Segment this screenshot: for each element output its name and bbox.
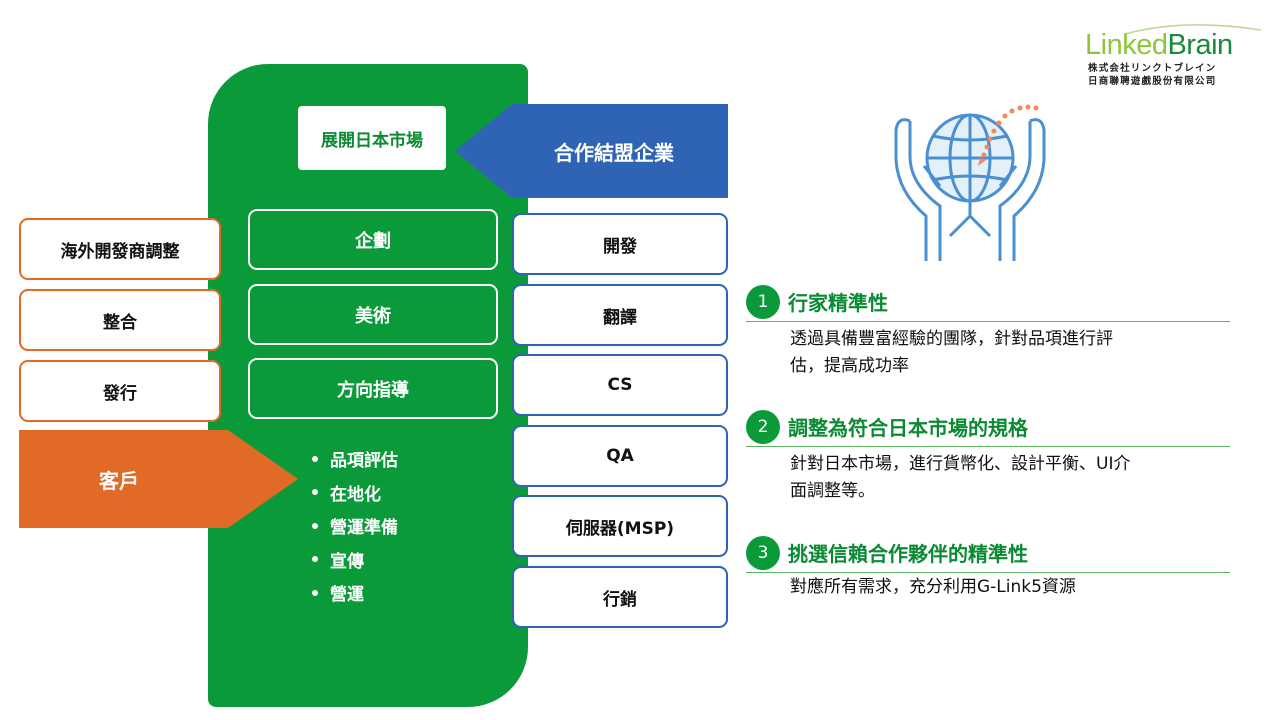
- globe-in-hands-icon: [894, 104, 1046, 261]
- partner-arrow: [455, 104, 728, 198]
- bullet-item: 宣傳: [312, 543, 512, 577]
- right-item-server: 伺服器(MSP): [512, 495, 728, 557]
- left-item-integration: 整合: [19, 289, 221, 351]
- feature-number: 1: [746, 284, 780, 319]
- client-label: 客戶: [99, 468, 139, 493]
- right-item-marketing: 行銷: [512, 566, 728, 628]
- right-item-cs: CS: [512, 354, 728, 416]
- feature-title: 調整為符合日本市場的規格: [788, 416, 1028, 440]
- feature-number: 3: [746, 535, 780, 570]
- feature-title: 挑選信賴合作夥伴的精準性: [788, 542, 1028, 566]
- logo-wordmark: LinkedBrain: [1085, 29, 1233, 61]
- client-arrow: [19, 430, 298, 528]
- service-art: 美術: [248, 284, 498, 345]
- logo-subtitle-jp: 株式会社リンクトブレイン: [1088, 63, 1217, 74]
- bullet-item: 品項評估: [312, 442, 512, 476]
- bullet-item: 在地化: [312, 476, 512, 510]
- company-logo: LinkedBrain 株式会社リンクトブレイン 日商聯聘遊戲股份有限公司: [1085, 22, 1265, 87]
- logo-swoosh: [1124, 24, 1262, 35]
- right-item-translation: 翻譯: [512, 284, 728, 346]
- feature-3-heading: 3 挑選信賴合作夥伴的精準性: [746, 533, 1230, 573]
- feature-2-description: 針對日本市場，進行貨幣化、設計平衡、UI介 面調整等。: [790, 454, 1131, 501]
- partner-label: 合作結盟企業: [554, 140, 674, 165]
- feature-number: 2: [746, 409, 780, 444]
- left-item-overseas-dev: 海外開發商調整: [19, 218, 221, 280]
- bullet-item: 營運準備: [312, 509, 512, 543]
- feature-1-heading: 1 行家精準性: [746, 282, 1230, 322]
- feature-2-heading: 2 調整為符合日本市場的規格: [746, 407, 1230, 447]
- feature-3-description: 對應所有需求，充分利用G-Link5資源: [790, 577, 1076, 597]
- left-item-publishing: 發行: [19, 360, 221, 422]
- right-item-qa: QA: [512, 425, 728, 487]
- service-planning: 企劃: [248, 209, 498, 270]
- bullet-item: 營運: [312, 576, 512, 610]
- service-direction: 方向指導: [248, 358, 498, 419]
- bullet-list: 品項評估 在地化 營運準備 宣傳 營運: [312, 442, 512, 610]
- right-item-development: 開發: [512, 213, 728, 275]
- expand-japan-label: 展開日本市場: [298, 106, 446, 170]
- feature-1-description: 透過具備豐富經驗的團隊，針對品項進行評 估，提高成功率: [790, 329, 1113, 376]
- feature-title: 行家精準性: [788, 291, 888, 315]
- logo-subtitle-tw: 日商聯聘遊戲股份有限公司: [1088, 76, 1217, 87]
